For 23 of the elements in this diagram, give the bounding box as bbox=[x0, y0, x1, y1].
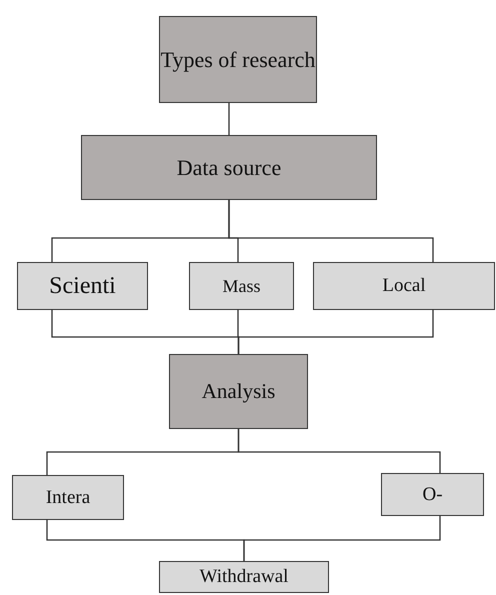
process-box bbox=[159, 561, 329, 593]
box-label: Data source bbox=[176, 154, 282, 182]
process-box bbox=[189, 262, 294, 310]
box-label: Local bbox=[382, 274, 426, 298]
connector-line bbox=[228, 200, 434, 262]
box-label: Analysis bbox=[202, 378, 276, 405]
connector-line bbox=[243, 516, 441, 561]
process-box bbox=[81, 135, 377, 200]
box-label: Scienti bbox=[49, 272, 116, 301]
box-label: Intera bbox=[46, 486, 90, 510]
process-box bbox=[17, 262, 148, 310]
box-label: Types of research bbox=[160, 46, 316, 74]
process-box bbox=[159, 16, 317, 103]
process-box bbox=[12, 475, 124, 520]
process-box bbox=[169, 354, 308, 429]
box-label: O- bbox=[422, 482, 443, 506]
process-box bbox=[313, 262, 495, 310]
box-label: Mass bbox=[222, 274, 260, 298]
connector-line bbox=[238, 429, 441, 473]
connector-line bbox=[238, 310, 434, 354]
process-box bbox=[381, 473, 484, 516]
connector-line bbox=[228, 103, 230, 135]
box-label: Withdrawal bbox=[200, 565, 288, 589]
